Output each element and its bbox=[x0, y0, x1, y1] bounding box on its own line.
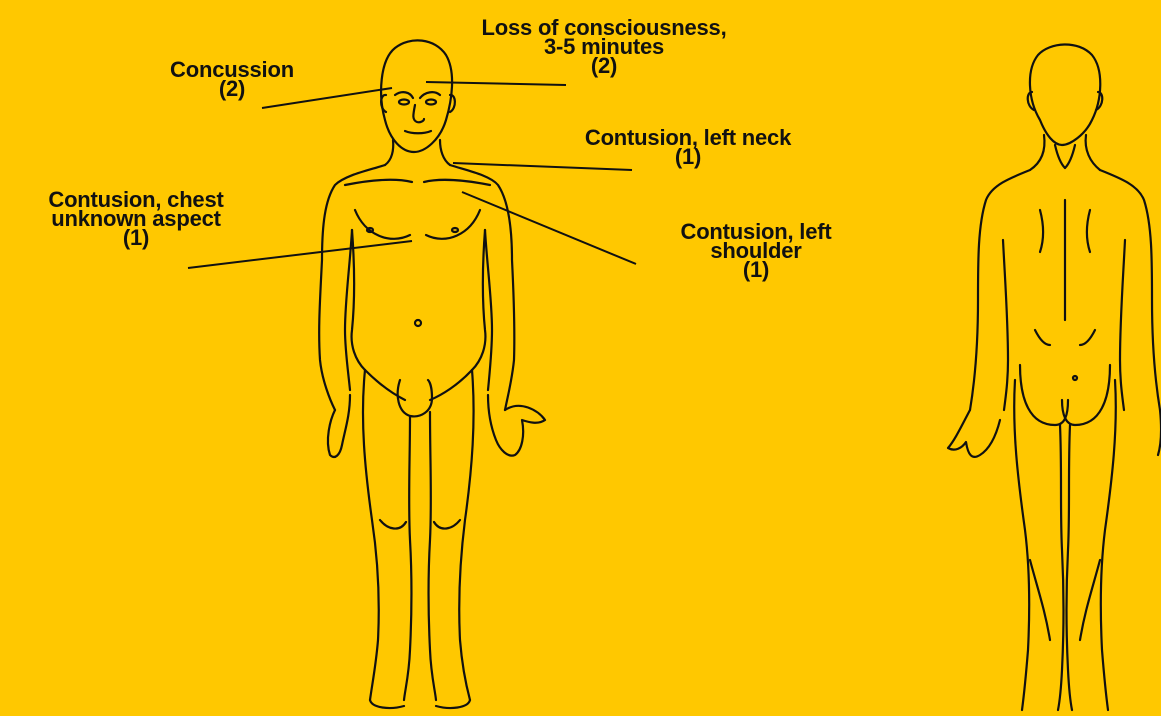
leader-loss-of-consciousness bbox=[426, 82, 566, 85]
label-neck-line2: (1) bbox=[528, 147, 848, 166]
label-concussion: Concussion (2) bbox=[132, 60, 332, 98]
label-contusion-left-neck: Contusion, left neck (1) bbox=[528, 128, 848, 166]
label-contusion-left-shoulder: Contusion, left shoulder (1) bbox=[606, 222, 906, 279]
front-body-outline bbox=[319, 40, 545, 708]
label-chest-line3: (1) bbox=[0, 228, 272, 247]
label-contusion-chest: Contusion, chest unknown aspect (1) bbox=[0, 190, 272, 247]
label-loc-line3: (2) bbox=[424, 56, 784, 75]
back-body-outline bbox=[948, 44, 1161, 710]
label-concussion-line2: (2) bbox=[132, 79, 332, 98]
label-loss-of-consciousness: Loss of consciousness, 3-5 minutes (2) bbox=[424, 18, 784, 75]
label-shoulder-line3: (1) bbox=[606, 260, 906, 279]
